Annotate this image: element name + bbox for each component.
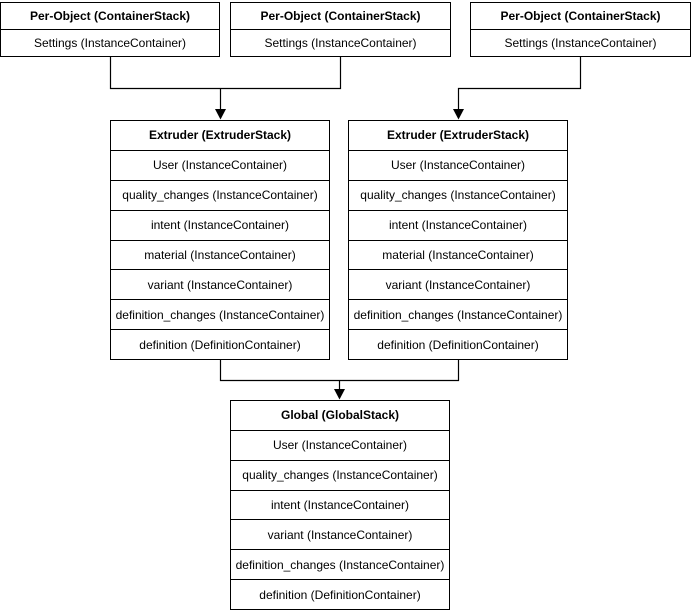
node-extruder-2-row-definition: definition (DefinitionContainer) <box>349 329 567 359</box>
node-global-title: Global (GlobalStack) <box>280 408 400 423</box>
node-extruder-1-row-definition-changes: definition_changes (InstanceContainer) <box>111 299 329 329</box>
node-per-object-1-title: Per-Object (ContainerStack) <box>29 9 191 23</box>
node-extruder-2-row-intent: intent (InstanceContainer) <box>349 209 567 240</box>
node-extruder-1-row-definition: definition (DefinitionContainer) <box>111 329 329 359</box>
node-per-object-1-row-settings: Settings (InstanceContainer) <box>1 29 219 56</box>
connector-extruders-to-global <box>219 360 460 390</box>
node-extruder-2: Extruder (ExtruderStack) User (InstanceC… <box>348 120 568 360</box>
node-extruder-1-row-material: material (InstanceContainer) <box>111 239 329 270</box>
connector-perobject12-to-extruder1 <box>109 57 342 110</box>
arrowhead-global <box>334 389 345 400</box>
node-global-row-user: User (InstanceContainer) <box>231 429 449 460</box>
node-global: Global (GlobalStack) User (InstanceConta… <box>230 400 450 610</box>
node-extruder-1-title: Extruder (ExtruderStack) <box>148 128 292 143</box>
node-extruder-2-row-quality-changes: quality_changes (InstanceContainer) <box>349 179 567 210</box>
node-extruder-2-row-material: material (InstanceContainer) <box>349 239 567 270</box>
node-per-object-2: Per-Object (ContainerStack) Settings (In… <box>230 2 451 57</box>
arrowhead-extruder1 <box>215 109 226 120</box>
node-extruder-2-row-variant: variant (InstanceContainer) <box>349 269 567 299</box>
node-global-row-variant: variant (InstanceContainer) <box>231 519 449 549</box>
node-global-row-definition-changes: definition_changes (InstanceContainer) <box>231 549 449 579</box>
node-extruder-2-row-definition-changes: definition_changes (InstanceContainer) <box>349 299 567 329</box>
node-extruder-1: Extruder (ExtruderStack) User (InstanceC… <box>110 120 330 360</box>
connector-perobject3-to-extruder2 <box>457 57 582 110</box>
node-global-row-intent: intent (InstanceContainer) <box>231 489 449 520</box>
node-per-object-3-title: Per-Object (ContainerStack) <box>500 9 661 23</box>
node-extruder-1-row-variant: variant (InstanceContainer) <box>111 269 329 299</box>
node-extruder-2-row-user: User (InstanceContainer) <box>349 149 567 180</box>
node-extruder-2-title: Extruder (ExtruderStack) <box>386 128 530 143</box>
node-extruder-1-row-intent: intent (InstanceContainer) <box>111 209 329 240</box>
node-per-object-1: Per-Object (ContainerStack) Settings (In… <box>0 2 220 57</box>
node-global-row-definition: definition (DefinitionContainer) <box>231 579 449 609</box>
node-per-object-3: Per-Object (ContainerStack) Settings (In… <box>470 2 691 57</box>
node-per-object-3-row-settings: Settings (InstanceContainer) <box>471 29 690 56</box>
node-extruder-1-row-quality-changes: quality_changes (InstanceContainer) <box>111 179 329 210</box>
node-global-row-quality-changes: quality_changes (InstanceContainer) <box>231 459 449 490</box>
node-per-object-2-row-settings: Settings (InstanceContainer) <box>231 29 450 56</box>
node-extruder-1-row-user: User (InstanceContainer) <box>111 149 329 180</box>
arrowhead-extruder2 <box>453 109 464 120</box>
node-per-object-2-title: Per-Object (ContainerStack) <box>260 9 421 23</box>
